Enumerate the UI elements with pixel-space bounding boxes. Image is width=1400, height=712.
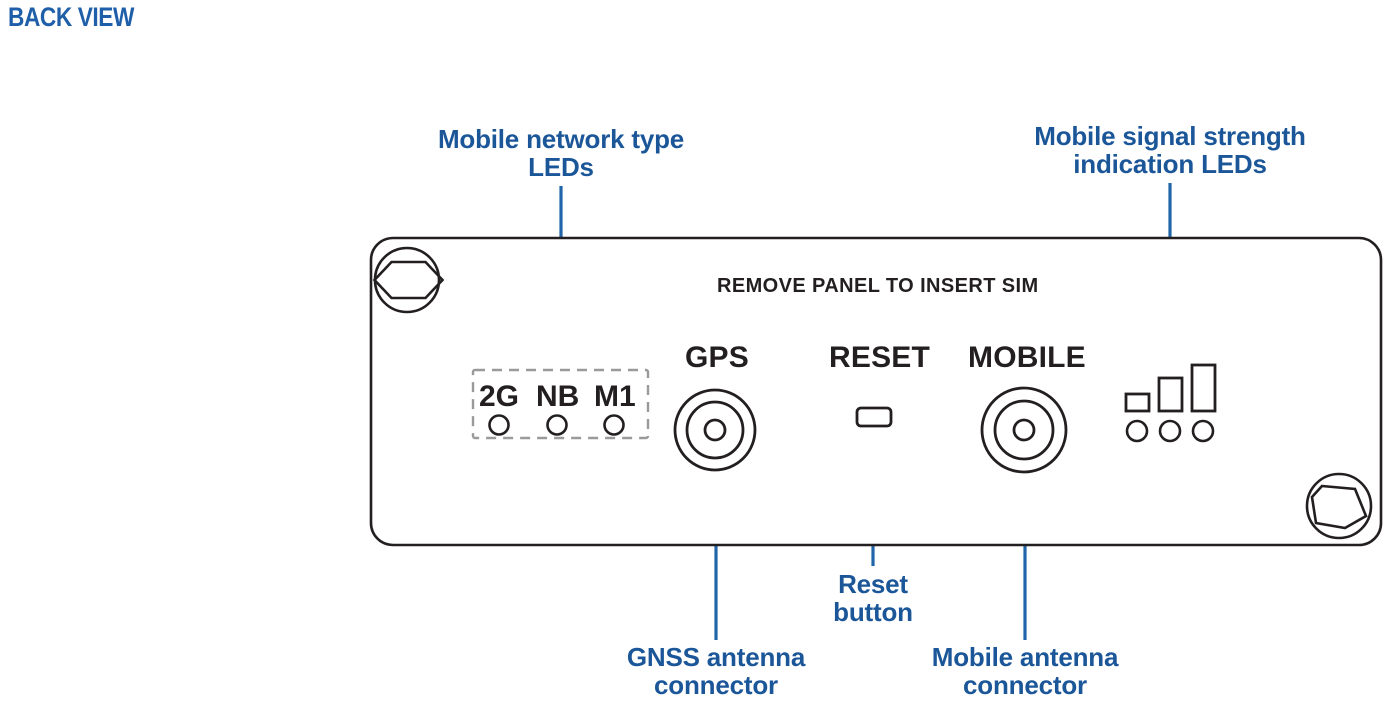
- reset-port-label: RESET: [829, 341, 931, 374]
- network-led-dots: [488, 414, 625, 436]
- callout-mobile-antenna: Mobile antenna connector: [931, 642, 1119, 700]
- reset-button-slot[interactable]: [855, 406, 893, 428]
- mobile-port-label: MOBILE: [968, 341, 1086, 374]
- network-leds-dashed-box: [471, 368, 650, 440]
- bottom-right-screw: [1305, 472, 1373, 540]
- callout-gnss-antenna: GNSS antenna connector: [626, 642, 806, 700]
- network-led-nb: [546, 414, 568, 436]
- page-title: BACK VIEW: [8, 2, 134, 32]
- bottom-right-screw-ring: [1305, 472, 1373, 540]
- gps-connector-middle-ring: [685, 400, 745, 460]
- top-left-screw-hex-icon: [372, 260, 445, 300]
- signal-led-3: [1191, 419, 1215, 443]
- network-led-label-m1: M1: [594, 380, 636, 413]
- mobile-connector-outer-ring: [980, 386, 1068, 474]
- device-panel-outline: [369, 236, 1383, 547]
- signal-strength-bars-icon: [1124, 363, 1217, 413]
- callout-network-type-leds: Mobile network type LEDs: [437, 124, 685, 182]
- signal-bar-3: [1190, 363, 1217, 413]
- signal-bar-2: [1157, 376, 1184, 413]
- network-led-2g: [488, 414, 510, 436]
- callout-signal-strength-leds: Mobile signal strength indication LEDs: [1034, 121, 1306, 179]
- mobile-connector-pin: [1012, 418, 1036, 442]
- callout-reset-button: Reset button: [833, 569, 913, 627]
- signal-led-2: [1158, 419, 1182, 443]
- top-left-screw: [372, 246, 445, 314]
- remove-panel-instruction: REMOVE PANEL TO INSERT SIM: [717, 275, 1039, 297]
- gps-connector-pin: [703, 418, 727, 442]
- signal-led-1: [1125, 419, 1149, 443]
- gps-connector-outer-ring: [673, 388, 757, 472]
- network-led-label-2g: 2G: [479, 380, 520, 413]
- network-led-label-nb: NB: [536, 380, 580, 413]
- signal-led-dots: [1125, 419, 1215, 443]
- gps-connector[interactable]: [673, 388, 757, 472]
- mobile-connector[interactable]: [980, 386, 1068, 474]
- network-led-m1: [603, 414, 625, 436]
- gps-port-label: GPS: [685, 341, 749, 374]
- signal-bar-1: [1124, 392, 1151, 413]
- bottom-right-screw-hex-icon: [1310, 484, 1368, 530]
- mobile-connector-middle-ring: [993, 399, 1055, 461]
